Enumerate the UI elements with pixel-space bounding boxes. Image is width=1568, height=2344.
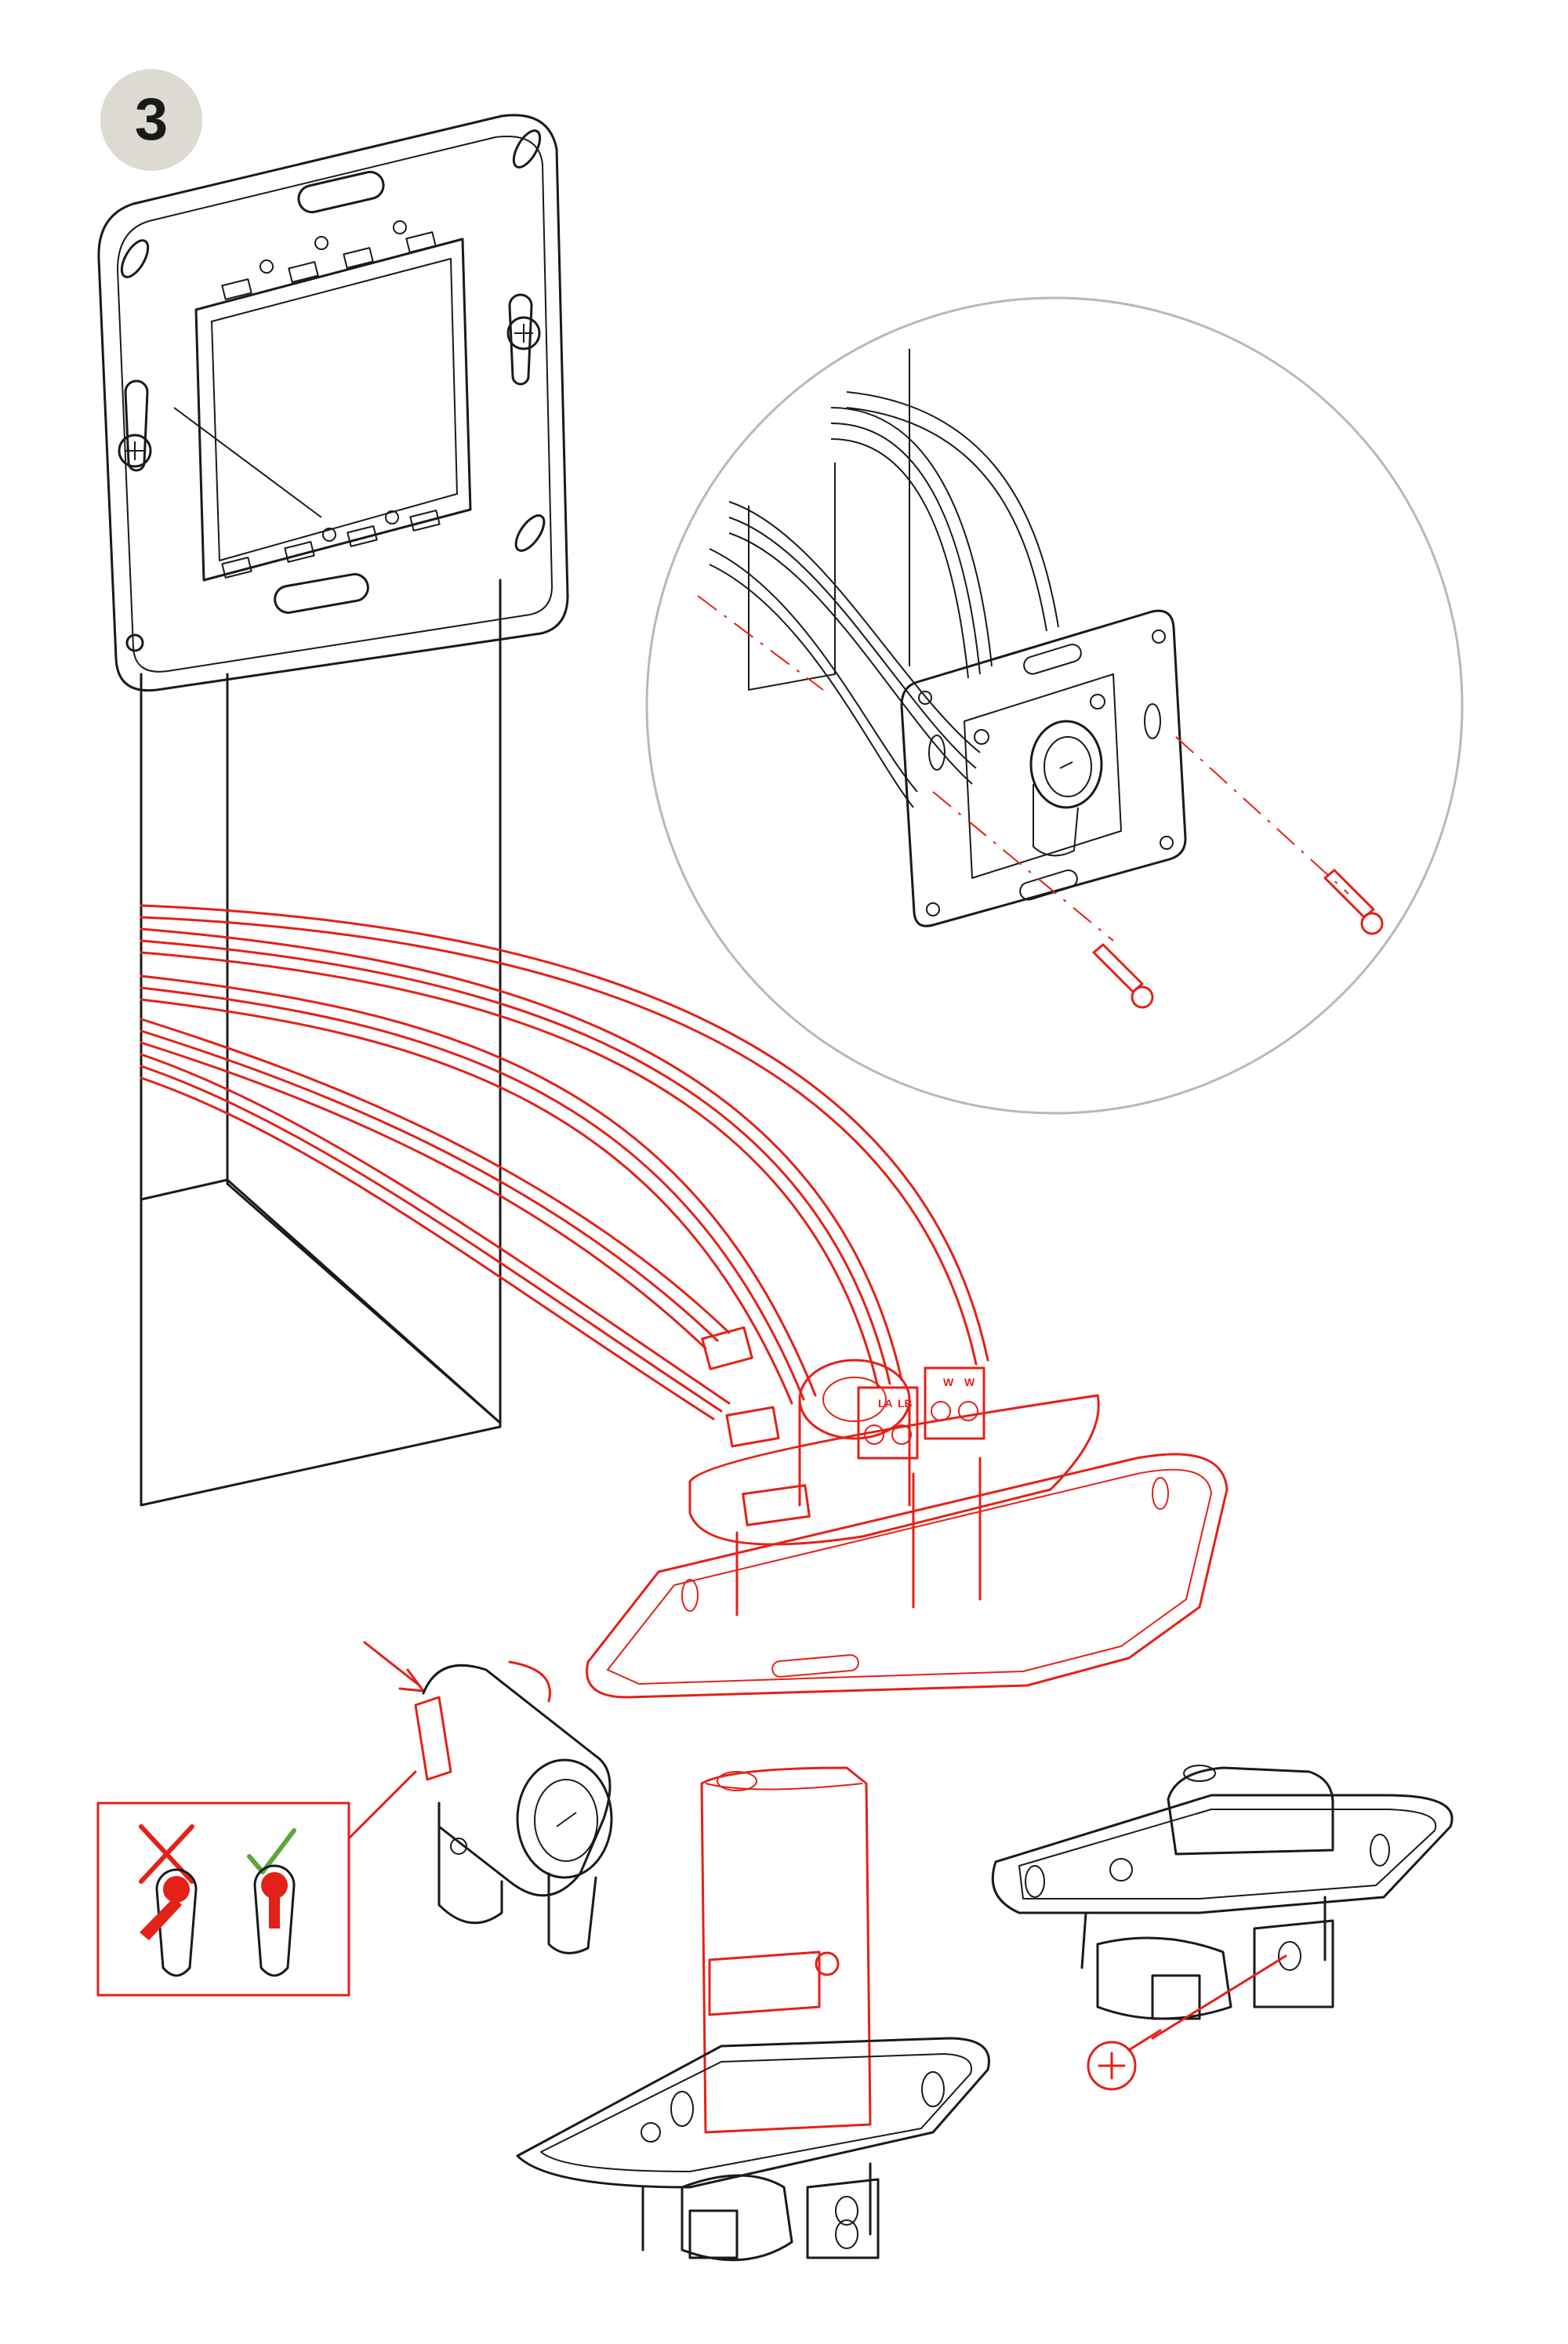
screw-icon [1087, 2029, 1162, 2091]
screw-icon [506, 316, 541, 350]
module-assembled [991, 1765, 1454, 2091]
screw-icon [118, 434, 152, 468]
terminal-label-la: LA [878, 1397, 893, 1410]
lock-cylinder-icon [363, 1641, 613, 1954]
step-number: 3 [134, 86, 169, 153]
cable-bundle [140, 904, 989, 1448]
step-number-badge: 3 [100, 69, 202, 171]
wall-box [140, 579, 502, 1507]
terminal-label-wa: W [943, 1376, 954, 1388]
terminal-label-wb: W [964, 1376, 975, 1388]
wrong-orientation-x-icon [139, 1824, 194, 1884]
screw-icon [1323, 869, 1384, 935]
module-with-cylinder-insert [516, 1766, 990, 2262]
mounting-frame [97, 114, 569, 692]
cylinder-wrong-icon [140, 1868, 198, 1977]
orientation-hint-box [96, 1770, 417, 1997]
cylinder-correct-icon [253, 1864, 296, 1977]
detail-magnifier-circle [645, 296, 1464, 1115]
screw-icon [1092, 943, 1154, 1009]
key-switch-module: LA LB W W [586, 1359, 1229, 1699]
terminal-label-lb: LB [898, 1397, 913, 1410]
correct-orientation-check-icon [247, 1828, 296, 1874]
